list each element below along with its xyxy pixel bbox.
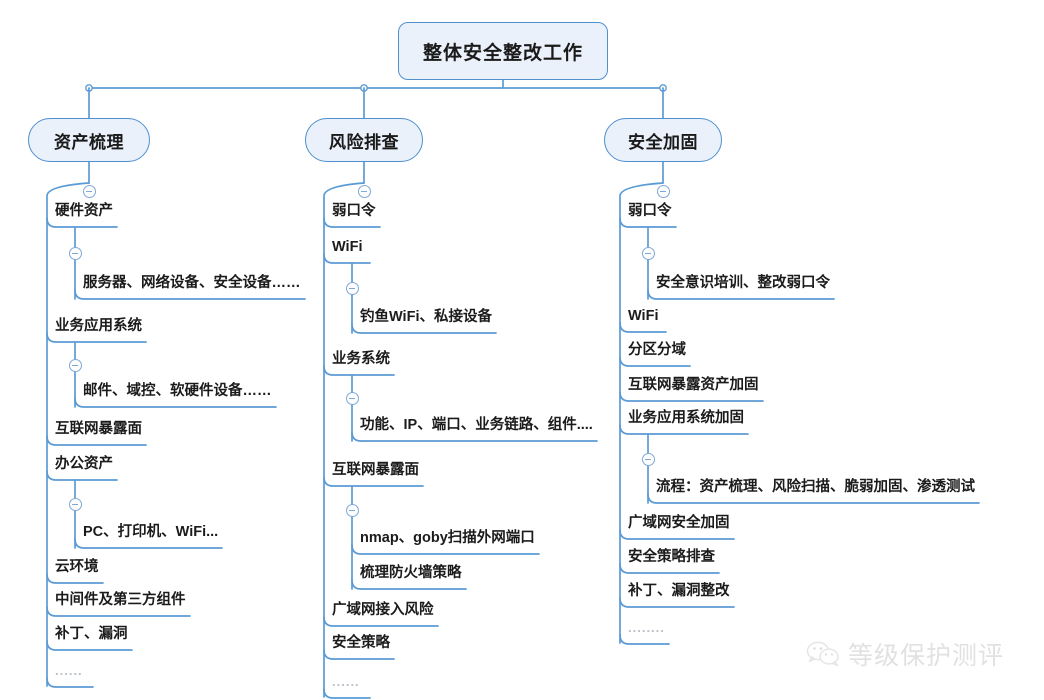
node-l3-b2-i1[interactable]: WiFi [628,308,659,324]
branch-node-risk[interactable]: 风险排查 [305,118,423,162]
node-l3-b0-i2[interactable]: 互联网暴露面 [55,421,142,437]
node-l4-b2-i0-c0[interactable]: 安全意识培训、整改弱口令 [656,275,830,291]
collapse-toggle-b2-i0[interactable] [641,247,655,260]
node-l4-b1-i3-c0[interactable]: nmap、goby扫描外网端口 [360,530,535,546]
branch-node-risk-label: 风险排查 [329,132,399,152]
branch-node-hardening[interactable]: 安全加固 [604,118,722,162]
branch-node-asset-label: 资产梳理 [54,132,124,152]
node-l4-b0-i0-c0[interactable]: 服务器、网络设备、安全设备…… [83,275,301,291]
node-l4-b1-i2-c0[interactable]: 功能、IP、端口、业务链路、组件.... [360,417,593,433]
node-l3-b0-i7[interactable]: ...... [55,663,83,678]
watermark: 等级保护测评 [806,636,1004,672]
collapse-toggle-branch-2[interactable] [656,184,670,198]
node-l4-b1-i3-c1[interactable]: 梳理防火墙策略 [360,565,462,581]
root-node-label: 整体安全整改工作 [422,42,583,64]
node-l3-b1-i3[interactable]: 互联网暴露面 [332,462,419,478]
watermark-label: 等级保护测评 [848,643,1005,670]
node-l3-b2-i7[interactable]: 补丁、漏洞整改 [628,583,730,599]
collapse-toggle-b0-i1[interactable] [68,358,82,372]
node-l3-b2-i3[interactable]: 互联网暴露资产加固 [628,377,759,393]
node-l4-b2-i4-c0[interactable]: 流程：资产梳理、风险扫描、脆弱加固、渗透测试 [656,479,975,495]
node-l4-b0-i3-c0[interactable]: PC、打印机、WiFi... [83,524,219,540]
node-l4-b0-i1-c0[interactable]: 邮件、域控、软硬件设备…… [83,383,272,399]
wechat-icon [806,641,839,667]
branch-node-hardening-label: 安全加固 [628,132,698,152]
node-l3-b1-i4[interactable]: 广域网接入风险 [332,602,434,618]
node-l3-b2-i8[interactable]: ........ [628,620,665,635]
node-l3-b1-i0[interactable]: 弱口令 [332,203,376,219]
node-l3-b0-i3[interactable]: 办公资产 [55,456,113,472]
branch-node-asset[interactable]: 资产梳理 [28,118,150,162]
node-l3-b0-i6[interactable]: 补丁、漏洞 [55,626,128,642]
node-l4-b1-i1-c0[interactable]: 钓鱼WiFi、私接设备 [360,309,492,325]
collapse-toggle-b1-i2[interactable] [345,392,359,405]
node-l3-b1-i2[interactable]: 业务系统 [332,351,390,367]
collapse-toggle-b1-i1[interactable] [345,282,359,295]
collapse-toggle-b2-i4[interactable] [641,452,655,466]
collapse-toggle-b1-i3[interactable] [345,504,359,517]
node-l3-b2-i0[interactable]: 弱口令 [628,203,672,219]
node-l3-b1-i1[interactable]: WiFi [332,239,363,255]
collapse-toggle-branch-0[interactable] [82,184,96,198]
collapse-toggle-branch-1[interactable] [357,184,371,198]
root-node[interactable]: 整体安全整改工作 [398,22,608,80]
collapse-toggle-b0-i0[interactable] [68,247,82,260]
node-l3-b0-i0[interactable]: 硬件资产 [55,203,113,219]
node-l3-b2-i2[interactable]: 分区分域 [628,342,686,358]
node-l3-b1-i6[interactable]: ...... [332,674,360,689]
node-l3-b2-i5[interactable]: 广域网安全加固 [628,515,730,531]
node-l3-b0-i1[interactable]: 业务应用系统 [55,318,142,334]
node-l3-b2-i6[interactable]: 安全策略排查 [628,549,715,565]
node-l3-b0-i4[interactable]: 云环境 [55,559,99,575]
node-l3-b0-i5[interactable]: 中间件及第三方组件 [55,592,186,608]
collapse-toggle-b0-i3[interactable] [68,498,82,511]
node-l3-b2-i4[interactable]: 业务应用系统加固 [628,410,744,426]
node-l3-b1-i5[interactable]: 安全策略 [332,635,390,651]
